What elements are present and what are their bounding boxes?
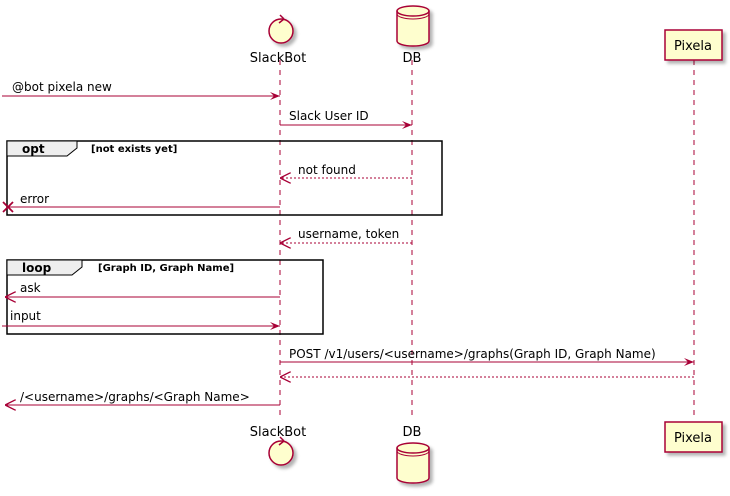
pixela-participant-bottom: Pixela (664, 421, 723, 453)
message-label: POST /v1/users/<username>/graphs(Graph I… (289, 347, 656, 361)
message-label: ask (20, 281, 41, 295)
message-post-graphs: POST /v1/users/<username>/graphs(Graph I… (280, 347, 694, 366)
message-error: error (2, 192, 280, 213)
database-icon (396, 442, 430, 484)
message-slack-user-id: Slack User ID (280, 109, 412, 129)
message-username-token: username, token (280, 227, 412, 243)
message-label: input (10, 309, 41, 323)
database-icon (396, 5, 430, 47)
control-icon (268, 436, 294, 466)
message-graph-url: /<username>/graphs/<Graph Name> (5, 390, 280, 405)
db-participant-top: DB (396, 5, 430, 66)
message-ask: ask (5, 281, 280, 297)
db-label: DB (403, 425, 422, 440)
message-label: Slack User ID (289, 109, 369, 123)
opt-fragment: opt [not exists yet] (6, 140, 443, 216)
slackbot-label: SlackBot (250, 425, 306, 440)
opt-keyword: opt (22, 142, 45, 156)
message-bot-pixela-new: @bot pixela new (2, 80, 280, 100)
loop-keyword: loop (22, 261, 52, 275)
db-participant-bottom: DB (396, 425, 430, 484)
message-input: input (2, 309, 280, 330)
message-label: @bot pixela new (12, 80, 112, 94)
opt-condition: [not exists yet] (91, 144, 177, 155)
message-label: /<username>/graphs/<Graph Name> (20, 390, 250, 404)
slackbot-participant-bottom: SlackBot (250, 425, 306, 466)
db-label: DB (403, 51, 422, 66)
slackbot-participant-top: SlackBot (250, 14, 306, 66)
pixela-label: Pixela (674, 39, 712, 54)
message-label: not found (298, 163, 356, 177)
message-label: error (20, 192, 49, 206)
message-label: username, token (298, 227, 399, 241)
pixela-label: Pixela (674, 431, 712, 446)
loop-fragment: loop [Graph ID, Graph Name] (6, 259, 324, 335)
pixela-participant-top: Pixela (664, 29, 723, 61)
loop-condition: [Graph ID, Graph Name] (98, 263, 234, 274)
message-not-found: not found (280, 163, 412, 178)
lost-message-x-icon (2, 201, 14, 213)
slackbot-label: SlackBot (250, 51, 306, 66)
control-icon (268, 14, 294, 44)
